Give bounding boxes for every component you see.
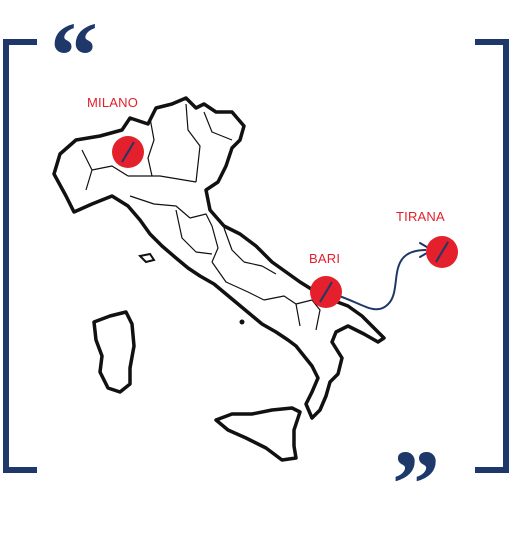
city-label-bari: BARI — [309, 251, 341, 266]
region-borders — [81, 103, 321, 331]
open-quote-icon: “ — [50, 2, 98, 109]
left-bracket — [3, 39, 37, 473]
right-bracket — [475, 39, 509, 473]
tirana-marker-icon — [426, 236, 458, 268]
elba-island — [137, 252, 156, 264]
route-arrow — [325, 249, 427, 311]
island-dot — [239, 319, 245, 325]
italy-map-illustration — [3, 39, 509, 473]
city-label-milano: MILANO — [87, 95, 139, 110]
sicily-outline — [214, 406, 302, 462]
milano-marker-icon — [112, 136, 144, 168]
city-label-tirana: TIRANA — [396, 209, 445, 224]
map-card: “ ” MILANO BARI TIRANA — [3, 2, 509, 532]
italy-mainland-outline — [52, 96, 386, 420]
sardinia-outline — [92, 310, 136, 394]
close-quote-icon: ” — [392, 430, 440, 537]
bari-marker-icon — [310, 276, 342, 308]
